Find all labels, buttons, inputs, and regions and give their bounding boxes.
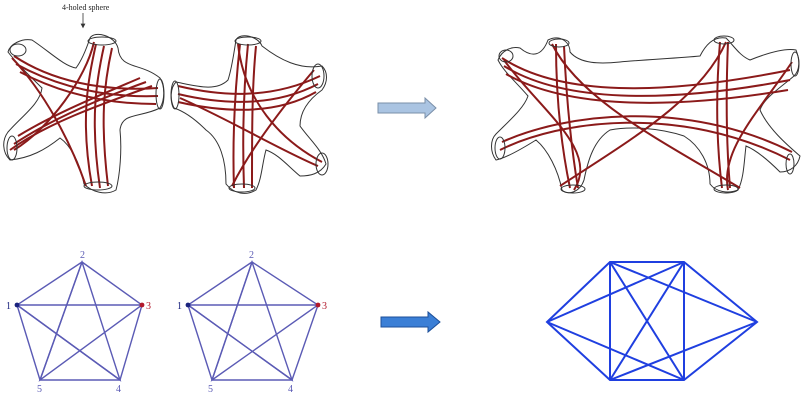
vertex-label: 3 [146, 301, 151, 312]
vertex-label: 4 [116, 384, 121, 395]
vertex-label: 5 [208, 384, 213, 395]
vertex-label: 4 [288, 384, 293, 395]
merged-graph [545, 261, 759, 381]
surface-left-a [3, 33, 165, 194]
vertex-label: 1 [6, 301, 11, 312]
surface-joined [491, 35, 801, 194]
callout-4-holed-sphere: 4-holed sphere [62, 3, 110, 29]
vertex-label: 2 [80, 250, 85, 261]
callout-label: 4-holed sphere [62, 3, 110, 12]
vertex-label: 3 [322, 301, 327, 312]
pentagon-graph-b-vertices: 1 2 3 4 5 [177, 250, 327, 395]
pentagon-graph-a [14, 259, 145, 382]
arrow-right-icon [377, 96, 437, 120]
pentagon-graph-b [185, 259, 321, 382]
arrow-right-icon [380, 310, 441, 334]
vertex-label: 5 [37, 384, 42, 395]
vertex-label: 2 [249, 250, 254, 261]
surface-left-b [170, 35, 329, 194]
pentagon-graph-a-vertices: 1 2 3 4 5 [6, 250, 151, 395]
vertex-label: 1 [177, 301, 182, 312]
